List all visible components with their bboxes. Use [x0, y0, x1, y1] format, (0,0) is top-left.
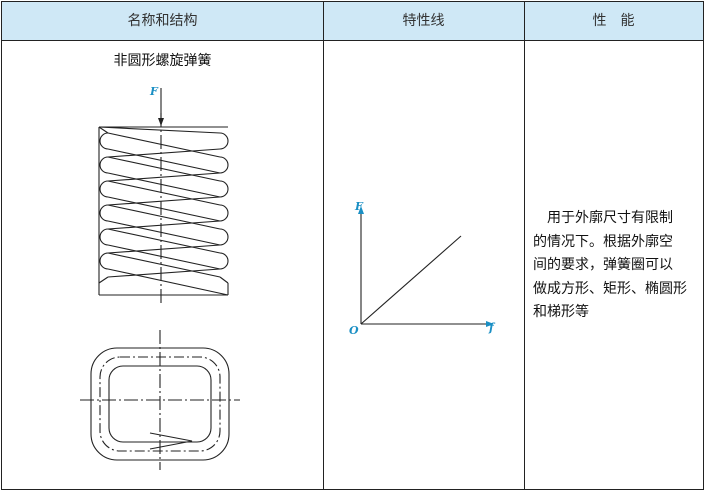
column-divider — [323, 2, 324, 489]
x-axis-arrow — [486, 321, 494, 327]
performance-line: 和梯形等 — [533, 304, 589, 320]
performance-text: 用于外廓尺寸有限制 的情况下。根据外廓空 间的要求，弹簧圈可以 做成方形、矩形、… — [533, 207, 703, 325]
spring-name: 非圆形螺旋弹簧 — [113, 53, 212, 69]
header-characteristic-line: 特性线 — [402, 13, 445, 29]
performance-line: 做成方形、矩形、椭圆形 — [533, 280, 687, 297]
force-label: F — [149, 85, 159, 98]
y-axis-arrow — [358, 206, 364, 214]
origin-label: O — [349, 324, 359, 337]
performance-line: 用于外廓尺寸有限制 — [533, 210, 673, 226]
header-performance: 性 能 — [592, 13, 635, 29]
x-axis-label: f — [488, 321, 496, 334]
y-axis-label: F — [354, 200, 364, 213]
force-arrow-head — [158, 118, 164, 126]
performance-line: 的情况下。根据外廓空 — [533, 233, 673, 250]
characteristic-line — [360, 235, 462, 325]
outer-coil-outline — [90, 347, 230, 461]
header-name-structure: 名称和结构 — [127, 13, 198, 29]
table-header: 名称和结构 特性线 性 能 — [2, 2, 703, 41]
performance-line: 间的要求，弹簧圈可以 — [533, 257, 673, 273]
coil-end-tip — [149, 432, 193, 450]
inner-coil-outline — [108, 365, 212, 443]
mean-coil-line — [99, 356, 221, 452]
column-divider — [524, 2, 525, 489]
